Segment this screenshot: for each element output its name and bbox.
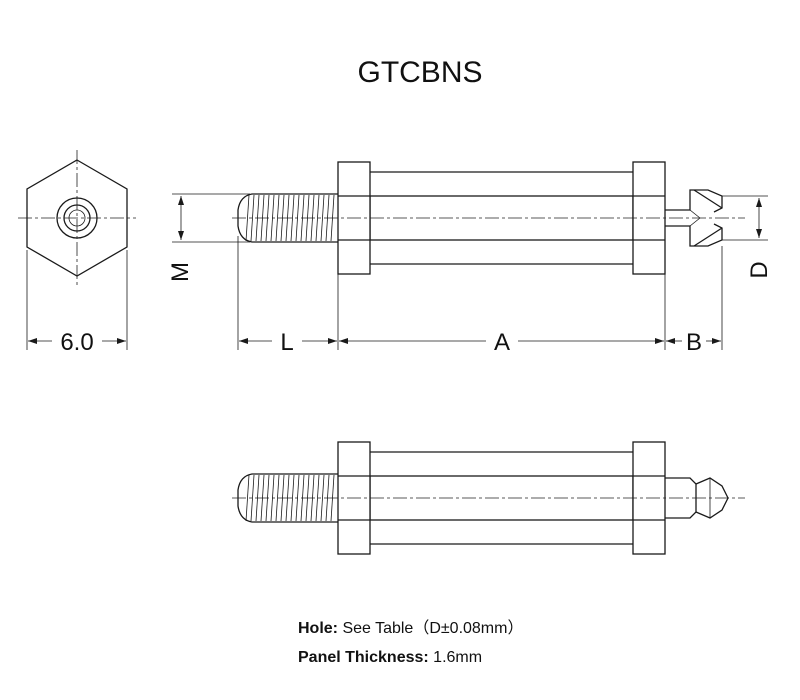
tube-center-2 (369, 475, 634, 521)
tube-center (369, 195, 634, 241)
clip-upper (665, 189, 723, 213)
thread-ridge (275, 194, 280, 242)
panel-note: Panel Thickness: 1.6mm (298, 643, 523, 672)
thread-ridge (250, 194, 255, 242)
hole-label: Hole: (298, 620, 338, 637)
thread-ridge (320, 474, 325, 522)
dim-thread-length: L (280, 329, 293, 356)
thread-ridge (250, 474, 255, 522)
thread-ridge (275, 474, 280, 522)
dim-body-length: A (494, 329, 510, 356)
hex-end-view: 6.0 (18, 150, 136, 356)
thread-ridge (320, 194, 325, 242)
drawing-title: GTCBNS (357, 56, 482, 89)
panel-label: Panel Thickness: (298, 649, 429, 666)
thread-ridge (290, 194, 295, 242)
side-view-top: M D L A B (167, 161, 773, 356)
clip-lower (665, 223, 723, 247)
hole-note: Hole: See Table（D±0.08mm） (298, 614, 523, 643)
hole-value: See Table（D±0.08mm） (342, 620, 524, 637)
dim-hole-diameter: D (746, 261, 773, 278)
dim-hex-width: 6.0 (60, 329, 93, 356)
thread-ridge (290, 474, 295, 522)
thread-ridge (245, 474, 250, 522)
thread-ridge (315, 474, 320, 522)
side-view-bottom (232, 441, 745, 555)
dim-clip-length: B (686, 329, 702, 356)
panel-value: 1.6mm (433, 649, 483, 666)
dim-thread-size: M (167, 262, 194, 282)
thread-ridge (245, 194, 250, 242)
thread-ridge (315, 194, 320, 242)
notes-block: Hole: See Table（D±0.08mm） Panel Thicknes… (298, 614, 523, 672)
